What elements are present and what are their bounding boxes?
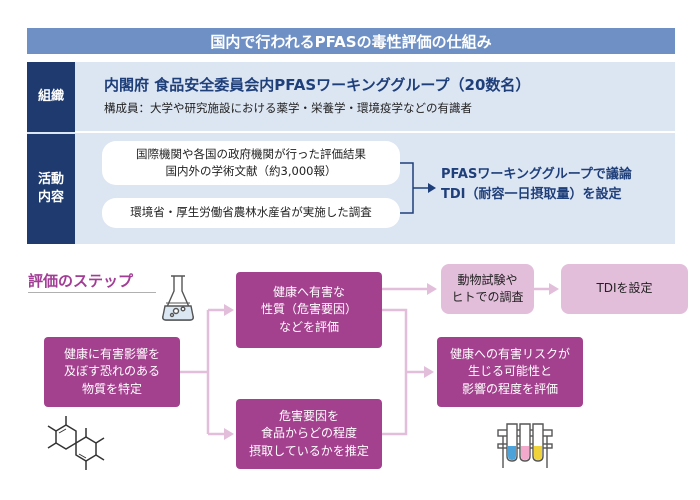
- hazard-line3: などを評価: [278, 319, 339, 334]
- input1-line1: 国際機関や各国の政府機関が行った評価結果: [136, 146, 366, 161]
- hazard-line2: 性質（危害要因）: [260, 302, 357, 317]
- organization-members: 構成員：大学や研究施設における薬学・栄養学・環境疫学などの有識者: [104, 101, 472, 115]
- step-risk-evaluation: 健康への有害リスクが生じる可能性と影響の程度を評価: [437, 337, 583, 407]
- hazard-line1: 健康へ有害な: [272, 284, 345, 299]
- arrow-to-animal: [427, 283, 437, 295]
- arrow-to-intake: [224, 428, 234, 440]
- activities-label: 活動内容: [27, 134, 75, 244]
- input1-line2: 国内外の学術文献（約3,000報）: [165, 164, 337, 178]
- arrow-to-hazard: [224, 304, 234, 316]
- activity-result: PFASワーキンググループで議論 TDI（耐容一日摂取量）を設定: [441, 165, 632, 205]
- animal-line1: 動物試験や: [457, 272, 518, 287]
- organization-label: 組織: [27, 62, 75, 132]
- test-tubes-icon: [497, 423, 553, 468]
- arrow-to-tdi: [549, 283, 559, 295]
- risk-line2: 生じる可能性と: [467, 364, 552, 379]
- identify-line3: 物質を特定: [81, 381, 142, 396]
- intake-line3: 摂取しているかを推定: [249, 443, 369, 458]
- arrow-to-risk: [424, 366, 434, 378]
- animal-line2: ヒトでの調査: [451, 290, 524, 304]
- row-divider: [75, 131, 675, 133]
- activity-bracket: [400, 162, 428, 214]
- organization-name: 内閣府 食品安全委員会内PFASワーキンググループ（20数名）: [104, 76, 531, 94]
- steps-heading: 評価のステップ: [28, 272, 134, 290]
- risk-line1: 健康への有害リスクが: [449, 346, 570, 361]
- activity-arrow-head: [428, 183, 436, 193]
- intake-line1: 危害要因を: [278, 408, 339, 423]
- intake-line2: 食品からどの程度: [260, 426, 357, 441]
- result-line2: TDI（耐容一日摂取量）を設定: [441, 187, 622, 203]
- steps-underline: [28, 292, 156, 293]
- step-identify-substance: 健康に有害影響を及ぼす恐れのある物質を特定: [44, 337, 180, 407]
- step-connector-split: [180, 308, 226, 436]
- identify-line1: 健康に有害影響を: [63, 346, 160, 361]
- risk-line3: 影響の程度を評価: [461, 381, 558, 396]
- step-set-tdi: TDIを設定: [561, 264, 688, 314]
- molecule-icon: [47, 416, 105, 470]
- input-box-surveys: 環境省・厚生労働省農林水産省が実施した調査: [102, 198, 400, 228]
- step-animal-human-studies: 動物試験やヒトでの調査: [441, 264, 534, 314]
- input-box-evaluations: 国際機関や各国の政府機関が行った評価結果国内外の学術文献（約3,000報）: [102, 141, 400, 185]
- identify-line2: 及ぼす恐れのある: [63, 364, 160, 379]
- page-title: 国内で行われるPFASの毒性評価の仕組み: [27, 28, 675, 54]
- activities-label-line1: 活動: [37, 172, 64, 188]
- result-line1: PFASワーキンググループで議論: [441, 167, 632, 182]
- flask-icon: [162, 275, 194, 321]
- step-intake-estimation: 危害要因を食品からどの程度摂取しているかを推定: [236, 399, 382, 469]
- activities-label-line2: 内容: [37, 190, 64, 205]
- step-connector-merge: [382, 308, 426, 436]
- step-hazard-evaluation: 健康へ有害な性質（危害要因） などを評価: [236, 272, 382, 348]
